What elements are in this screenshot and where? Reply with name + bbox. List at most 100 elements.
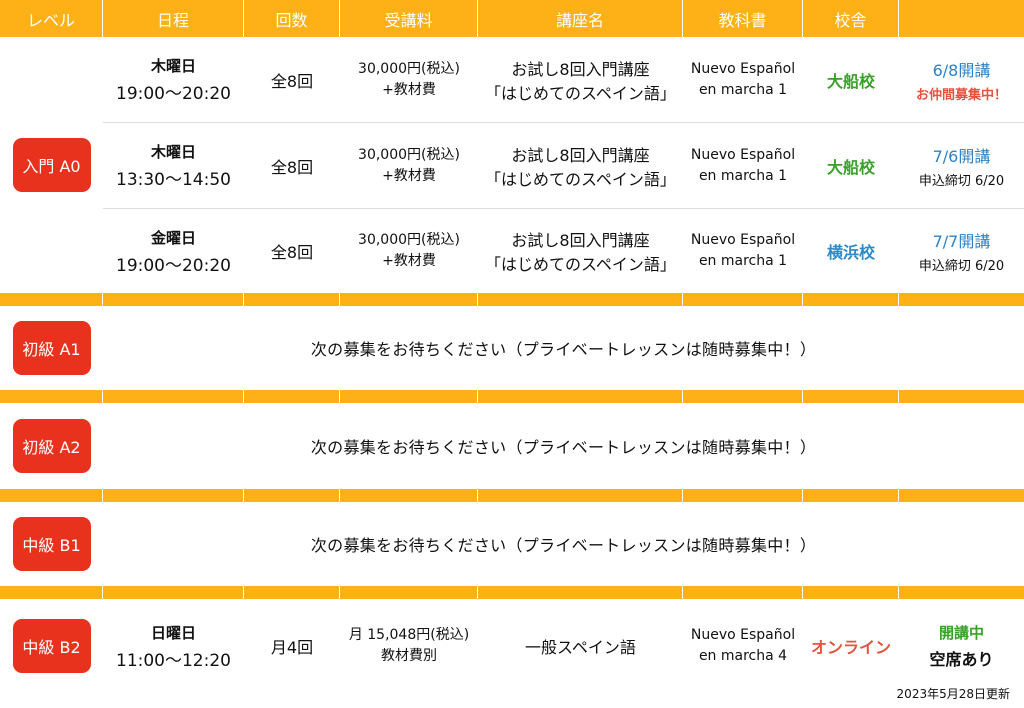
level-badge: 初級 A2 — [12, 419, 91, 473]
count-cell: 全8回 — [270, 157, 314, 177]
schedule-cell: 木曜日 19:00〜20:20 — [103, 37, 244, 122]
textbook-title: Nuevo Español — [690, 60, 796, 77]
schedule-table: レベル 日程 回数 受講料 講座名 教科書 校舎 入門 A0 木曜日 19:00… — [0, 0, 1024, 693]
course-subtitle: 「はじめてのスペイン語」 — [485, 255, 676, 274]
textbook-cell: Nuevo Español en marcha 1 — [683, 37, 803, 122]
row-separator — [0, 293, 1024, 306]
course-title: お試し8回入門講座 — [511, 231, 650, 250]
level-badge: 中級 B1 — [12, 517, 91, 571]
status-cell: 7/7開講 申込締切 6/20 — [899, 209, 1024, 293]
time-text: 19:00〜20:20 — [116, 84, 231, 104]
start-date: 7/7開講 — [932, 232, 991, 251]
campus-cell: 大船校 — [826, 71, 875, 91]
textbook-volume: en marcha 4 — [698, 648, 788, 664]
schedule-cell: 金曜日 19:00〜20:20 — [103, 209, 244, 293]
table-row: 木曜日 13:30〜14:50 全8回 30,000円(税込) +教材費 お試し… — [103, 123, 1024, 209]
campus-cell: 大船校 — [826, 157, 875, 177]
course-cell: 一般スペイン語 — [525, 638, 636, 657]
count-cell: 全8回 — [270, 243, 314, 262]
level-badge: 初級 A1 — [12, 321, 91, 375]
fee-cell: 30,000円(税込) +教材費 — [340, 209, 478, 293]
day-text: 日曜日 — [150, 623, 196, 642]
in-session-label: 開講中 — [938, 624, 984, 642]
level-block-a1: 初級 A1 次の募集をお待ちください（プライベートレッスンは随時募集中！） — [0, 306, 1024, 390]
count-cell: 月4回 — [270, 638, 314, 657]
fee-cell: 30,000円(税込) +教材費 — [340, 123, 478, 208]
fee-cell: 月 15,048円(税込) 教材費別 — [340, 599, 478, 693]
campus-cell: 横浜校 — [826, 243, 875, 262]
course-cell: お試し8回入門講座 「はじめてのスペイン語」 — [478, 123, 683, 208]
fee-note: 教材費別 — [381, 648, 437, 664]
header-textbook: 教科書 — [683, 0, 803, 37]
level-block-a0: 入門 A0 木曜日 19:00〜20:20 全8回 30,000円(税込) +教… — [0, 37, 1024, 293]
row-separator — [0, 390, 1024, 403]
level-cell: 初級 A2 — [0, 403, 103, 489]
table-row: 木曜日 19:00〜20:20 全8回 30,000円(税込) +教材費 お試し… — [103, 37, 1024, 123]
textbook-title: Nuevo Español — [690, 146, 796, 163]
waiting-message: 次の募集をお待ちください（プライベートレッスンは随時募集中！） — [310, 536, 817, 555]
count-cell: 全8回 — [270, 71, 314, 91]
course-cell: お試し8回入門講座 「はじめてのスペイン語」 — [478, 37, 683, 122]
course-title: お試し8回入門講座 — [511, 145, 650, 165]
table-row: 金曜日 19:00〜20:20 全8回 30,000円(税込) +教材費 お試し… — [103, 209, 1024, 293]
textbook-volume: en marcha 1 — [698, 253, 788, 269]
fee-text: 30,000円(税込) — [358, 60, 460, 77]
level-cell: 入門 A0 — [0, 37, 103, 293]
updated-date: 2023年5月28日更新 — [896, 687, 1010, 701]
level-cell: 中級 B2 — [0, 599, 103, 693]
header-campus: 校舎 — [803, 0, 899, 37]
waiting-message: 次の募集をお待ちください（プライベートレッスンは随時募集中！） — [310, 340, 817, 359]
course-subtitle: 「はじめてのスペイン語」 — [485, 83, 676, 103]
header-schedule: 日程 — [103, 0, 244, 37]
textbook-cell: Nuevo Español en marcha 1 — [683, 209, 803, 293]
textbook-volume: en marcha 1 — [698, 167, 788, 184]
fee-text: 30,000円(税込) — [358, 146, 460, 163]
deadline-note: 申込締切 6/20 — [918, 173, 1005, 189]
recruiting-note: お仲間募集中！ — [915, 87, 1007, 103]
row-separator — [0, 586, 1024, 599]
status-cell: 7/6開講 申込締切 6/20 — [899, 123, 1024, 208]
availability-label: 空席あり — [929, 650, 994, 669]
level-cell: 中級 B1 — [0, 502, 103, 586]
start-date: 7/6開講 — [932, 146, 991, 166]
a0-rows: 木曜日 19:00〜20:20 全8回 30,000円(税込) +教材費 お試し… — [103, 37, 1024, 293]
textbook-cell: Nuevo Español en marcha 1 — [683, 123, 803, 208]
textbook-cell: Nuevo Español en marcha 4 — [683, 599, 803, 693]
fee-cell: 30,000円(税込) +教材費 — [340, 37, 478, 122]
time-text: 19:00〜20:20 — [116, 255, 231, 276]
schedule-cell: 日曜日 11:00〜12:20 — [103, 599, 244, 693]
level-badge: 入門 A0 — [12, 138, 91, 192]
fee-text: 月 15,048円(税込) — [348, 627, 470, 643]
textbook-volume: en marcha 1 — [698, 81, 788, 98]
level-block-b2: 中級 B2 日曜日 11:00〜12:20 月4回 月 15,048円(税込) … — [0, 599, 1024, 693]
schedule-cell: 木曜日 13:30〜14:50 — [103, 123, 244, 208]
table-header: レベル 日程 回数 受講料 講座名 教科書 校舎 — [0, 0, 1024, 37]
header-course: 講座名 — [478, 0, 683, 37]
deadline-note: 申込締切 6/20 — [918, 259, 1005, 274]
campus-cell: オンライン — [810, 638, 891, 657]
time-text: 11:00〜12:20 — [116, 650, 231, 671]
course-title: お試し8回入門講座 — [511, 59, 650, 79]
header-fee: 受講料 — [340, 0, 478, 37]
level-cell: 初級 A1 — [0, 306, 103, 390]
level-block-b1: 中級 B1 次の募集をお待ちください（プライベートレッスンは随時募集中！） — [0, 502, 1024, 586]
level-block-a2: 初級 A2 次の募集をお待ちください（プライベートレッスンは随時募集中！） — [0, 403, 1024, 489]
fee-note: +教材費 — [382, 167, 436, 184]
status-cell: 開講中 空席あり — [899, 599, 1024, 693]
day-text: 木曜日 — [150, 143, 196, 161]
day-text: 木曜日 — [150, 57, 196, 75]
header-status — [899, 0, 1024, 37]
status-cell: 6/8開講 お仲間募集中！ — [899, 37, 1024, 122]
time-text: 13:30〜14:50 — [116, 170, 231, 190]
header-level: レベル — [0, 0, 103, 37]
waiting-message: 次の募集をお待ちください（プライベートレッスンは随時募集中！） — [310, 438, 817, 457]
level-badge: 中級 B2 — [12, 619, 91, 673]
fee-note: +教材費 — [382, 81, 436, 98]
course-cell: お試し8回入門講座 「はじめてのスペイン語」 — [478, 209, 683, 293]
start-date: 6/8開講 — [932, 60, 991, 80]
textbook-title: Nuevo Español — [690, 232, 796, 248]
course-subtitle: 「はじめてのスペイン語」 — [485, 169, 676, 189]
fee-text: 30,000円(税込) — [358, 232, 460, 248]
day-text: 金曜日 — [150, 228, 196, 247]
header-count: 回数 — [244, 0, 340, 37]
